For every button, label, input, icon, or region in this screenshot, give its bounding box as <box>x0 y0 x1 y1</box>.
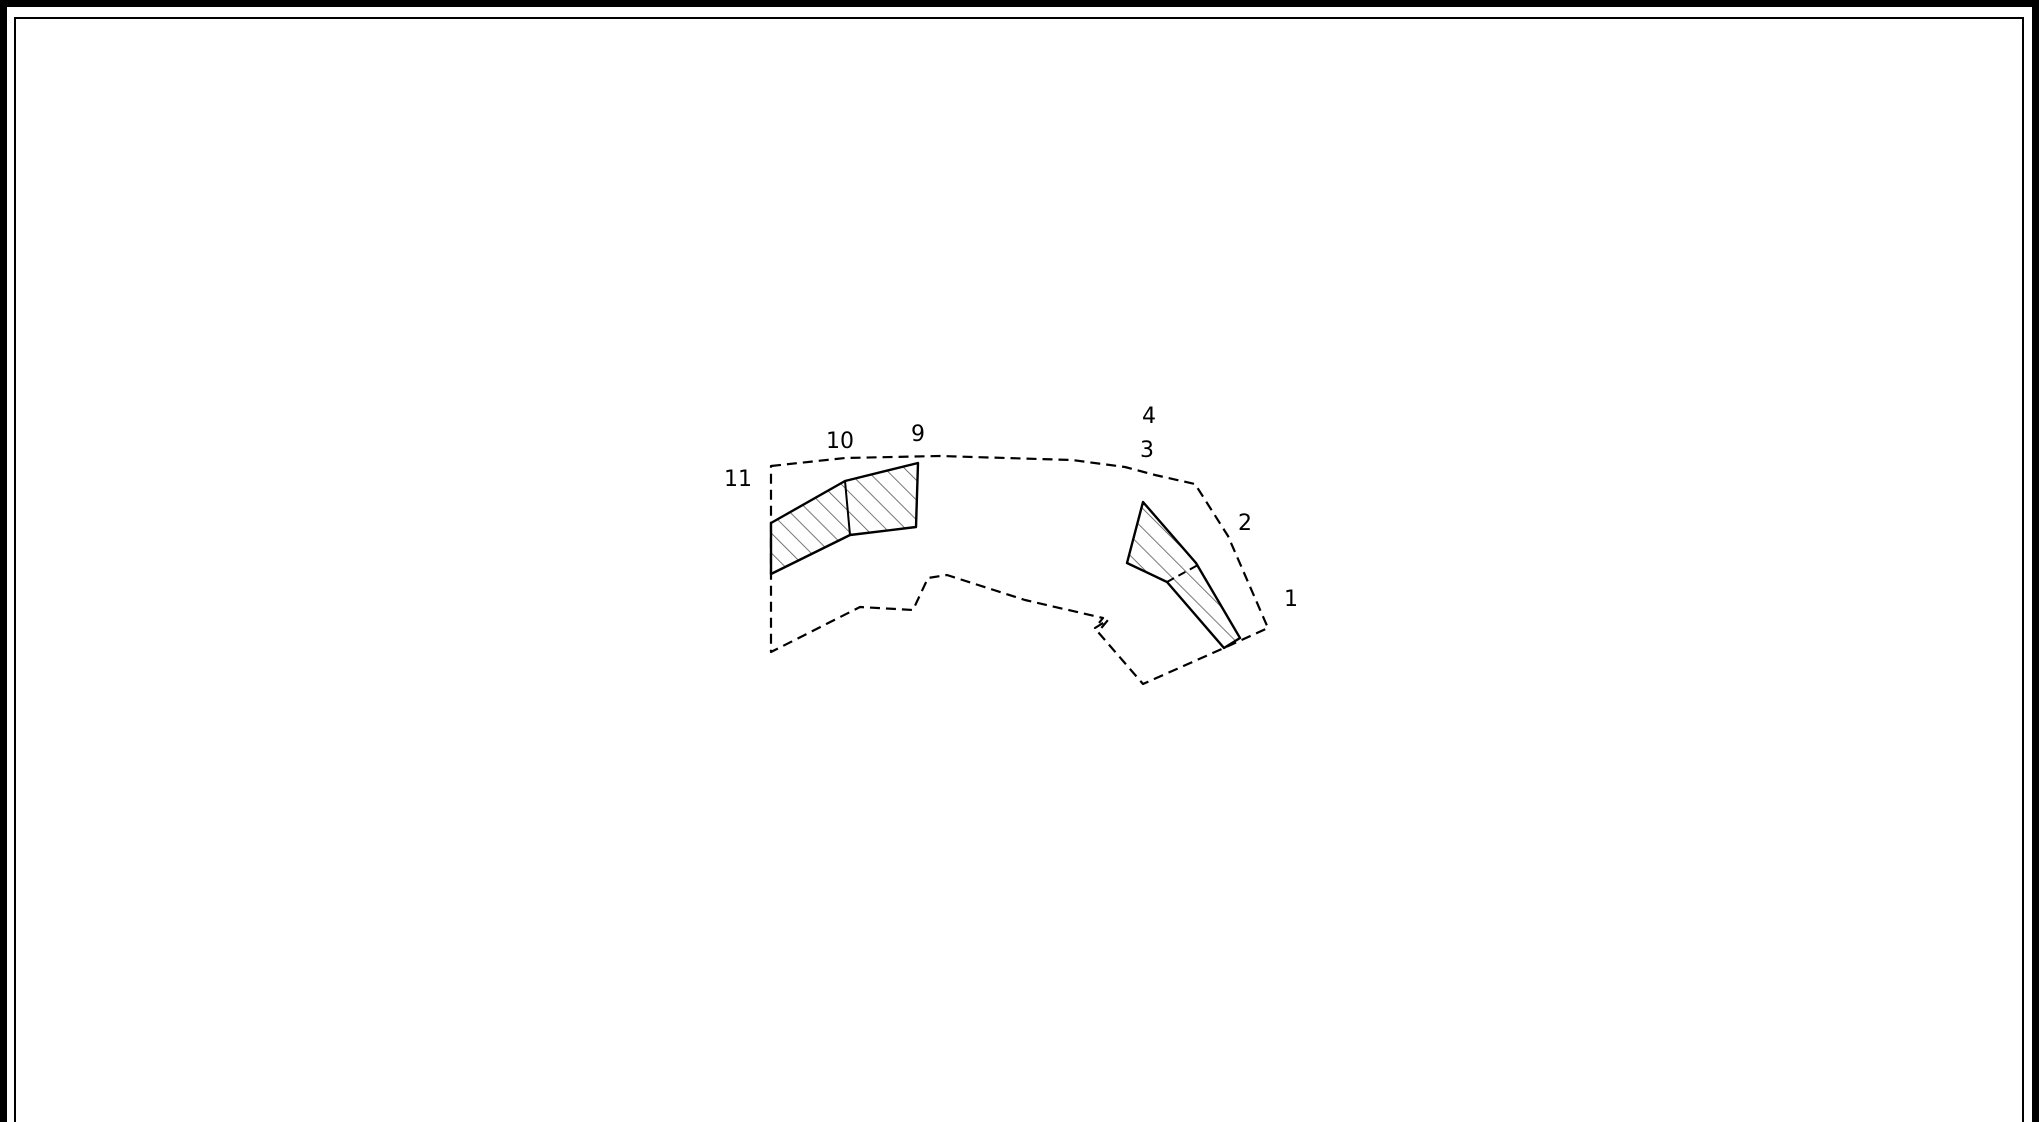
point-label-2: 2 <box>1238 511 1252 536</box>
point-label-11: 11 <box>724 467 752 492</box>
parcel-right-dashed-split <box>1166 564 1199 583</box>
point-label-4: 4 <box>1142 404 1156 429</box>
hatched-parcel-right <box>1125 500 1242 650</box>
point-label-10: 10 <box>826 429 854 454</box>
hatched-parcel-left <box>769 461 920 576</box>
site-boundary <box>769 454 1270 686</box>
point-label-1: 1 <box>1284 587 1298 612</box>
point-label-3: 3 <box>1140 438 1154 463</box>
inner-frame <box>14 17 2024 1122</box>
parcel-left-divider <box>844 480 851 536</box>
point-label-9: 9 <box>911 422 925 447</box>
